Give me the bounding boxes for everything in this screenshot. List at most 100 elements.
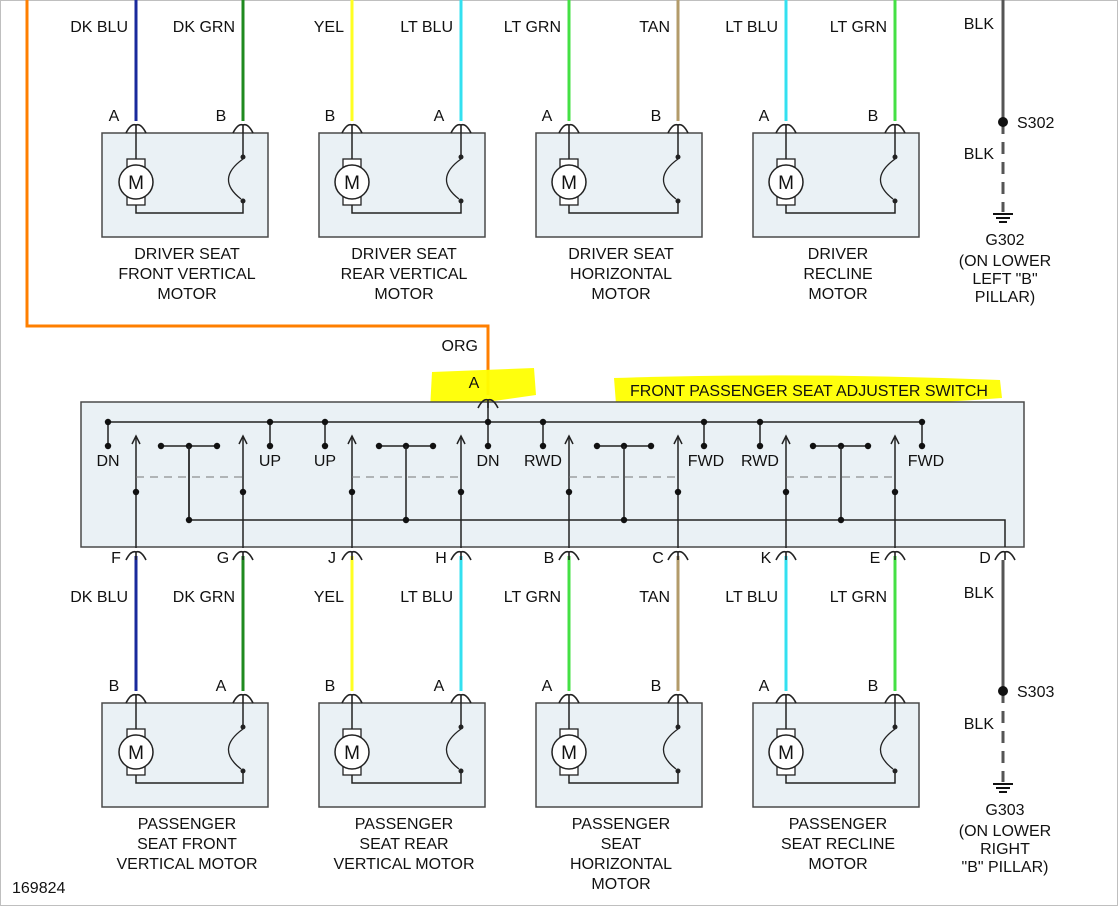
motor-title: MOTOR <box>808 286 867 303</box>
junction-dot <box>674 488 682 496</box>
pin-label: A <box>759 108 770 125</box>
pin-label: B <box>651 108 662 125</box>
wire-label: DK BLU <box>70 19 128 36</box>
wire-label: YEL <box>314 19 344 36</box>
pin-label: H <box>435 550 447 567</box>
motor-title: DRIVER SEAT <box>134 246 240 263</box>
motor-symbol: M <box>778 173 794 194</box>
splice-label: S302 <box>1017 115 1054 132</box>
ground-location: (ON LOWER <box>959 823 1051 840</box>
wire-label: DK GRN <box>173 19 235 36</box>
limit-switch-arc <box>662 158 679 200</box>
pin-label: A <box>759 678 770 695</box>
junction-dot <box>891 488 899 496</box>
wire-label: LT GRN <box>504 589 561 606</box>
limit-switch-arc <box>445 158 462 200</box>
motor-return <box>351 203 462 214</box>
junction-dot <box>484 418 492 426</box>
driver-motor-2: M <box>318 132 486 238</box>
ground-label: G302 <box>985 232 1024 249</box>
pin-label: A <box>469 375 480 392</box>
motor-icon <box>334 164 370 200</box>
motor-return <box>135 773 244 784</box>
motor-title: DRIVER <box>808 246 868 263</box>
junction-dot <box>185 516 193 524</box>
limit-switch-arc <box>879 158 896 200</box>
motor-return <box>351 773 462 784</box>
passenger-motor-2: M <box>318 702 486 808</box>
contact-arrow <box>890 434 900 445</box>
contact-arrow <box>347 434 357 445</box>
motor-title: SEAT RECLINE <box>781 836 895 853</box>
junction-dot <box>402 516 410 524</box>
passenger-motor-1: M <box>101 702 269 808</box>
motor-title: MOTOR <box>374 286 433 303</box>
position-label: RWD <box>524 453 562 470</box>
motor-title: PASSENGER <box>355 816 453 833</box>
wire-label: LT BLU <box>725 589 778 606</box>
pin-label: D <box>979 550 991 567</box>
junction-dot <box>565 488 573 496</box>
pin-label: K <box>761 550 772 567</box>
splice-dot <box>998 117 1008 127</box>
contact-dot <box>213 442 221 450</box>
limit-switch-contact <box>458 154 464 160</box>
motor-title: MOTOR <box>808 856 867 873</box>
contact-dot <box>429 442 437 450</box>
contact-dot <box>647 442 655 450</box>
driver-motor-3: M <box>535 132 703 238</box>
junction-dot <box>457 488 465 496</box>
position-label: DN <box>96 453 119 470</box>
wire-label: LT GRN <box>830 589 887 606</box>
limit-switch-contact <box>675 724 681 730</box>
contact-dot <box>864 442 872 450</box>
limit-switch-contact <box>892 198 898 204</box>
wire-label: DK GRN <box>173 589 235 606</box>
limit-switch-contact <box>458 768 464 774</box>
motor-title: SEAT <box>601 836 642 853</box>
passenger-motor-3: M <box>535 702 703 808</box>
ground-location: PILLAR) <box>975 289 1035 306</box>
wire-label: BLK <box>964 16 995 33</box>
motor-symbol: M <box>778 743 794 764</box>
motor-title: SEAT FRONT <box>137 836 237 853</box>
junction-dot <box>132 488 140 496</box>
contact-dot <box>321 442 329 450</box>
wire-label: BLK <box>964 146 995 163</box>
pin-label: G <box>217 550 229 567</box>
splice-label: S303 <box>1017 684 1054 701</box>
limit-switch-contact <box>458 198 464 204</box>
pin-label: C <box>652 550 664 567</box>
pin-label: A <box>434 108 445 125</box>
position-label: UP <box>259 453 281 470</box>
pin-label: J <box>328 550 336 567</box>
pin-label: B <box>325 108 336 125</box>
position-label: RWD <box>741 453 779 470</box>
contact-dot <box>104 442 112 450</box>
limit-switch-contact <box>458 724 464 730</box>
motor-title: FRONT VERTICAL <box>118 266 255 283</box>
contact-arrow <box>238 434 248 445</box>
motor-title: HORIZONTAL <box>570 266 672 283</box>
ground-location: LEFT "B" <box>972 271 1037 288</box>
ground-location: RIGHT <box>980 841 1030 858</box>
wire-label: LT BLU <box>725 19 778 36</box>
ground-location: "B" PILLAR) <box>962 859 1049 876</box>
position-label: FWD <box>908 453 944 470</box>
splice-dot <box>998 686 1008 696</box>
contact-dot <box>918 442 926 450</box>
contact-dot <box>157 442 165 450</box>
junction-dot <box>918 418 926 426</box>
motor-title: MOTOR <box>157 286 216 303</box>
junction-dot <box>239 488 247 496</box>
limit-switch-contact <box>892 154 898 160</box>
motor-icon <box>768 734 804 770</box>
contact-dot <box>700 442 708 450</box>
junction-dot <box>266 418 274 426</box>
contact-arrow <box>131 434 141 445</box>
ground-label: G303 <box>985 802 1024 819</box>
pin-label: B <box>109 678 120 695</box>
motor-title: DRIVER SEAT <box>351 246 457 263</box>
pin-label: B <box>544 550 555 567</box>
wire-label: LT BLU <box>400 589 453 606</box>
